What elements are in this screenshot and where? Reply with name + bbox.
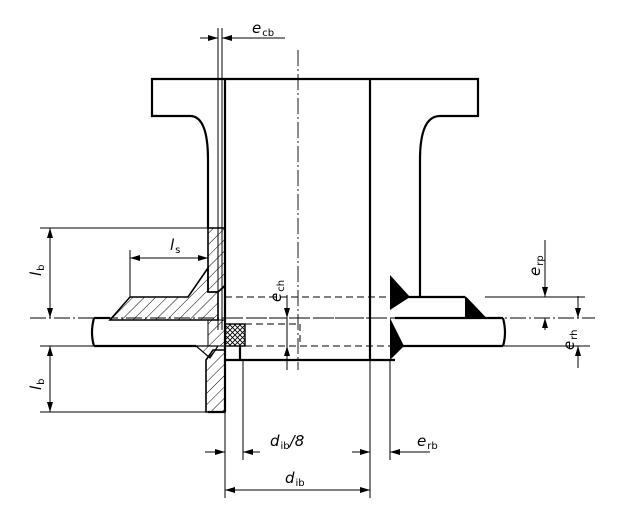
weld-right-lower [390,318,404,360]
label-l-b-lower: lb [27,378,47,390]
nozzle-wall-section-lower [205,349,226,413]
label-e-ch: ech [267,280,287,302]
label-e-rb: erb [417,432,438,452]
label-e-rp: erp [526,255,546,276]
label-e-cb: ecb [252,19,274,39]
label-d-ib: dib [285,469,305,489]
weld-fillet-pad-right [465,297,485,318]
nozzle-outline [150,77,480,414]
label-l-s: ls [170,236,180,256]
label-d-ib-8: dib/8 [270,432,304,452]
hatched-sections [108,227,246,413]
dimension-lines [40,28,590,498]
weld-fillet-lower-left [194,345,220,359]
label-e-rh: erh [560,329,580,350]
dimension-labels: ecb ls lb lb ech erp erh dib/8 erb dib [27,19,580,489]
weld-crosshatch [224,323,246,347]
weld-right-upper [390,275,410,310]
reinforcing-pad-section [108,265,219,321]
shell-plate [90,275,507,360]
center-lines [30,50,595,370]
label-l-b-upper: lb [27,264,47,276]
